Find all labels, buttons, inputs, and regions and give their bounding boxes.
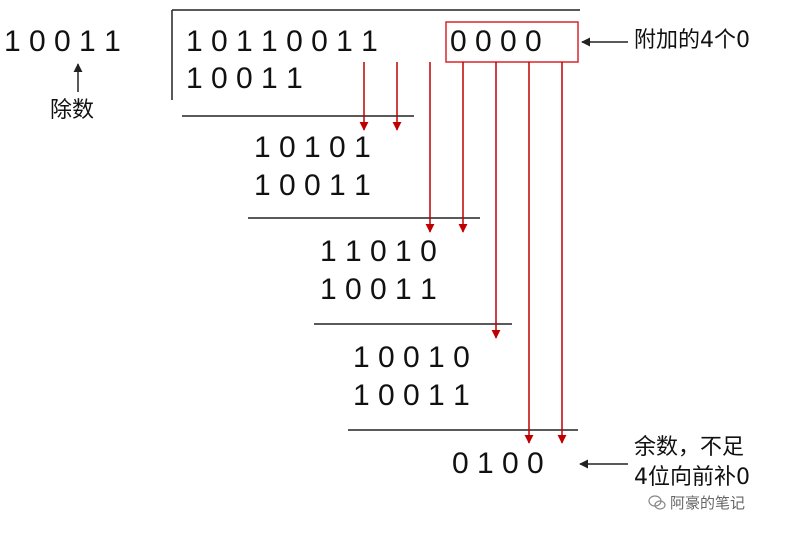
watermark: 阿豪的笔记 <box>648 492 745 513</box>
wechat-logo-icon <box>648 494 666 510</box>
appended-zeros-label: 附加的4个0 <box>634 28 750 53</box>
step-4-partial: 1 0 0 1 0 <box>353 341 470 374</box>
remainder-label-line2: 4位向前补0 <box>634 465 750 490</box>
dividend-appended-zeros: 0 0 0 0 <box>450 25 542 58</box>
remainder-value: 0 1 0 0 <box>452 447 544 480</box>
remainder-label-line1: 余数，不足 <box>634 435 745 460</box>
divisor-label: 除数 <box>50 98 95 123</box>
step-1-subtrahend: 1 0 0 1 1 <box>186 62 303 95</box>
step-3-subtrahend: 1 0 0 1 1 <box>320 273 437 306</box>
appended-zeros-box <box>445 21 579 63</box>
step-2-subtrahend: 1 0 0 1 1 <box>254 169 371 202</box>
step-4-subtrahend: 1 0 0 1 1 <box>353 379 470 412</box>
dividend-main: 1 0 1 1 0 0 1 1 <box>186 25 378 58</box>
divisor-value: 1 0 0 1 1 <box>4 25 121 58</box>
step-3-partial: 1 1 0 1 0 <box>320 235 437 268</box>
step-2-partial: 1 0 1 0 1 <box>254 131 371 164</box>
watermark-text: 阿豪的笔记 <box>670 494 746 512</box>
